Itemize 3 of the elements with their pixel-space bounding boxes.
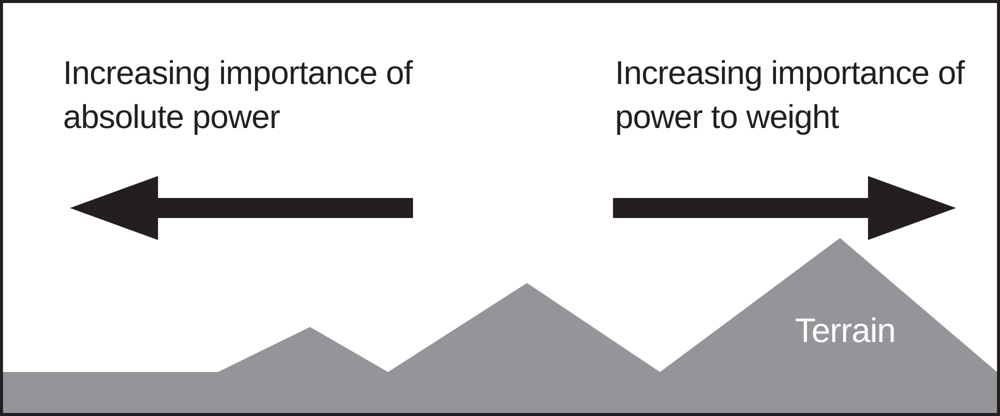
caption-text: Increasing importance of absolute power — [63, 53, 414, 137]
terrain-label: Terrain — [795, 312, 896, 351]
caption-text: Increasing importance of power to weight — [615, 53, 966, 137]
